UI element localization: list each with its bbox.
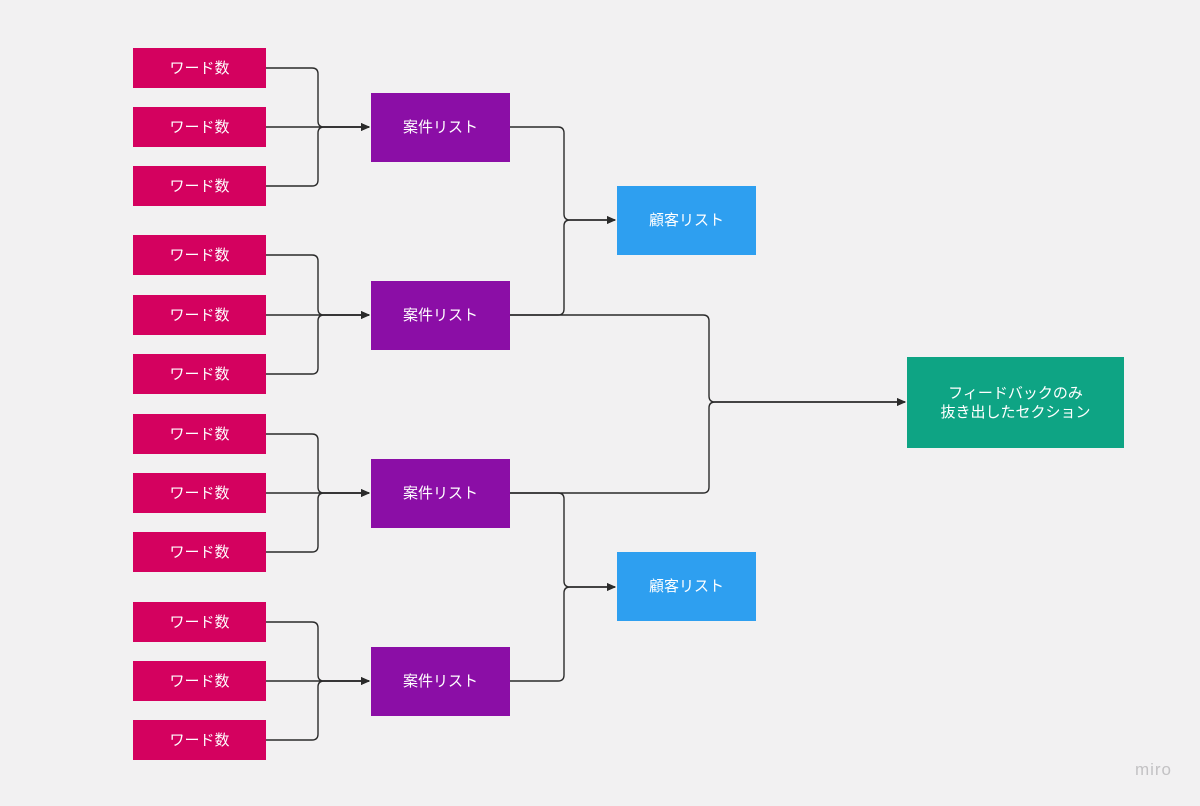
word-count-node[interactable]: ワード数 — [133, 602, 266, 642]
word-count-node[interactable]: ワード数 — [133, 107, 266, 147]
connector — [266, 254, 370, 319]
connector — [510, 398, 906, 494]
case-list-node[interactable]: 案件リスト — [371, 281, 510, 350]
word-count-node[interactable]: ワード数 — [133, 720, 266, 760]
connector — [510, 126, 616, 224]
connector — [266, 67, 370, 131]
word-count-node[interactable]: ワード数 — [133, 532, 266, 572]
connector — [510, 492, 616, 591]
word-count-node[interactable]: ワード数 — [133, 235, 266, 275]
word-count-node[interactable]: ワード数 — [133, 473, 266, 513]
connector — [510, 314, 906, 406]
client-list-node[interactable]: 顧客リスト — [617, 186, 756, 255]
connector — [510, 583, 616, 682]
case-list-node[interactable]: 案件リスト — [371, 459, 510, 528]
miro-watermark: miro — [1134, 760, 1172, 779]
connector — [510, 216, 616, 316]
client-list-node[interactable]: 顧客リスト — [617, 552, 756, 621]
feedback-section-node[interactable]: フィードバックのみ 抜き出したセクション — [907, 357, 1124, 448]
word-count-node[interactable]: ワード数 — [133, 661, 266, 701]
word-count-node[interactable]: ワード数 — [133, 48, 266, 88]
word-count-node[interactable]: ワード数 — [133, 354, 266, 394]
connector — [266, 123, 370, 187]
connector — [266, 311, 370, 375]
connector — [266, 433, 370, 497]
word-count-node[interactable]: ワード数 — [133, 295, 266, 335]
word-count-node[interactable]: ワード数 — [133, 414, 266, 454]
case-list-node[interactable]: 案件リスト — [371, 647, 510, 716]
connector — [266, 621, 370, 685]
connector — [266, 677, 370, 741]
word-count-node[interactable]: ワード数 — [133, 166, 266, 206]
connector — [266, 489, 370, 553]
case-list-node[interactable]: 案件リスト — [371, 93, 510, 162]
